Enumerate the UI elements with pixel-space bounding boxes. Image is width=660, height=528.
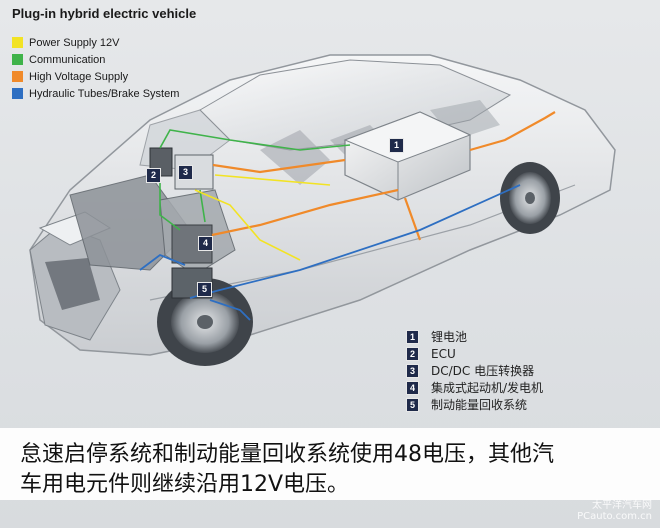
- diagram-title: Plug-in hybrid electric vehicle: [12, 6, 197, 21]
- communication-wiring: [159, 129, 351, 231]
- legend-swatch: [12, 88, 23, 99]
- component-key: 1 锂电池 2 ECU 3 DC/DC 电压转换器 4 集成式起动机/发电机 5…: [406, 328, 543, 413]
- legend-swatch: [12, 37, 23, 48]
- legend-item-high-voltage: High Voltage Supply: [12, 68, 179, 85]
- caption-line-1: 怠速启停系统和制动能量回收系统使用48电压，其他汽: [20, 442, 554, 467]
- key-item-dcdc: 3 DC/DC 电压转换器: [406, 362, 543, 379]
- key-number: 1: [406, 329, 419, 344]
- legend-label: Communication: [29, 53, 106, 66]
- legend-label: Power Supply 12V: [29, 36, 120, 49]
- key-item-battery: 1 锂电池: [406, 328, 543, 345]
- watermark: 太平洋汽车网 PCauto.com.cn: [577, 500, 652, 522]
- legend-label: High Voltage Supply: [29, 70, 129, 83]
- power-supply-wiring: [194, 174, 331, 261]
- legend-item-hydraulic: Hydraulic Tubes/Brake System: [12, 85, 179, 102]
- battery-pack: [343, 111, 472, 201]
- key-label: ECU: [431, 346, 456, 361]
- key-item-brake-recovery: 5 制动能量回收系统: [406, 396, 543, 413]
- key-item-starter-generator: 4 集成式起动机/发电机: [406, 379, 543, 396]
- legend-label: Hydraulic Tubes/Brake System: [29, 87, 180, 100]
- caption-band: 怠速启停系统和制动能量回收系统使用48电压，其他汽 车用电元件则继续沿用12V电…: [0, 428, 660, 500]
- key-label: 制动能量回收系统: [431, 398, 528, 412]
- marker-dcdc: 3: [178, 165, 193, 180]
- key-item-ecu: 2 ECU: [406, 345, 543, 362]
- legend-swatch: [12, 71, 23, 82]
- key-label: 集成式起动机/发电机: [431, 381, 544, 395]
- front-wheel: [157, 278, 253, 366]
- legend-item-power-supply: Power Supply 12V: [12, 34, 179, 51]
- legend-item-communication: Communication: [12, 51, 179, 68]
- key-number: 5: [406, 397, 419, 412]
- key-label: 锂电池: [431, 330, 468, 344]
- key-number: 3: [406, 363, 419, 378]
- caption-line-2: 车用电元件则继续沿用12V电压。: [20, 472, 350, 497]
- marker-starter-generator: 4: [198, 236, 213, 251]
- marker-battery: 1: [389, 138, 404, 153]
- watermark-line-1: 太平洋汽车网: [592, 500, 652, 511]
- key-number: 4: [406, 380, 419, 395]
- marker-brake-recovery: 5: [197, 282, 212, 297]
- marker-ecu: 2: [146, 168, 161, 183]
- high-voltage-wiring: [211, 111, 556, 241]
- key-label: DC/DC 电压转换器: [431, 364, 535, 378]
- legend: Power Supply 12V Communication High Volt…: [12, 34, 179, 102]
- legend-swatch: [12, 54, 23, 65]
- key-number: 2: [406, 346, 419, 361]
- watermark-line-2: PCauto.com.cn: [577, 511, 652, 522]
- rear-wheel: [500, 162, 560, 234]
